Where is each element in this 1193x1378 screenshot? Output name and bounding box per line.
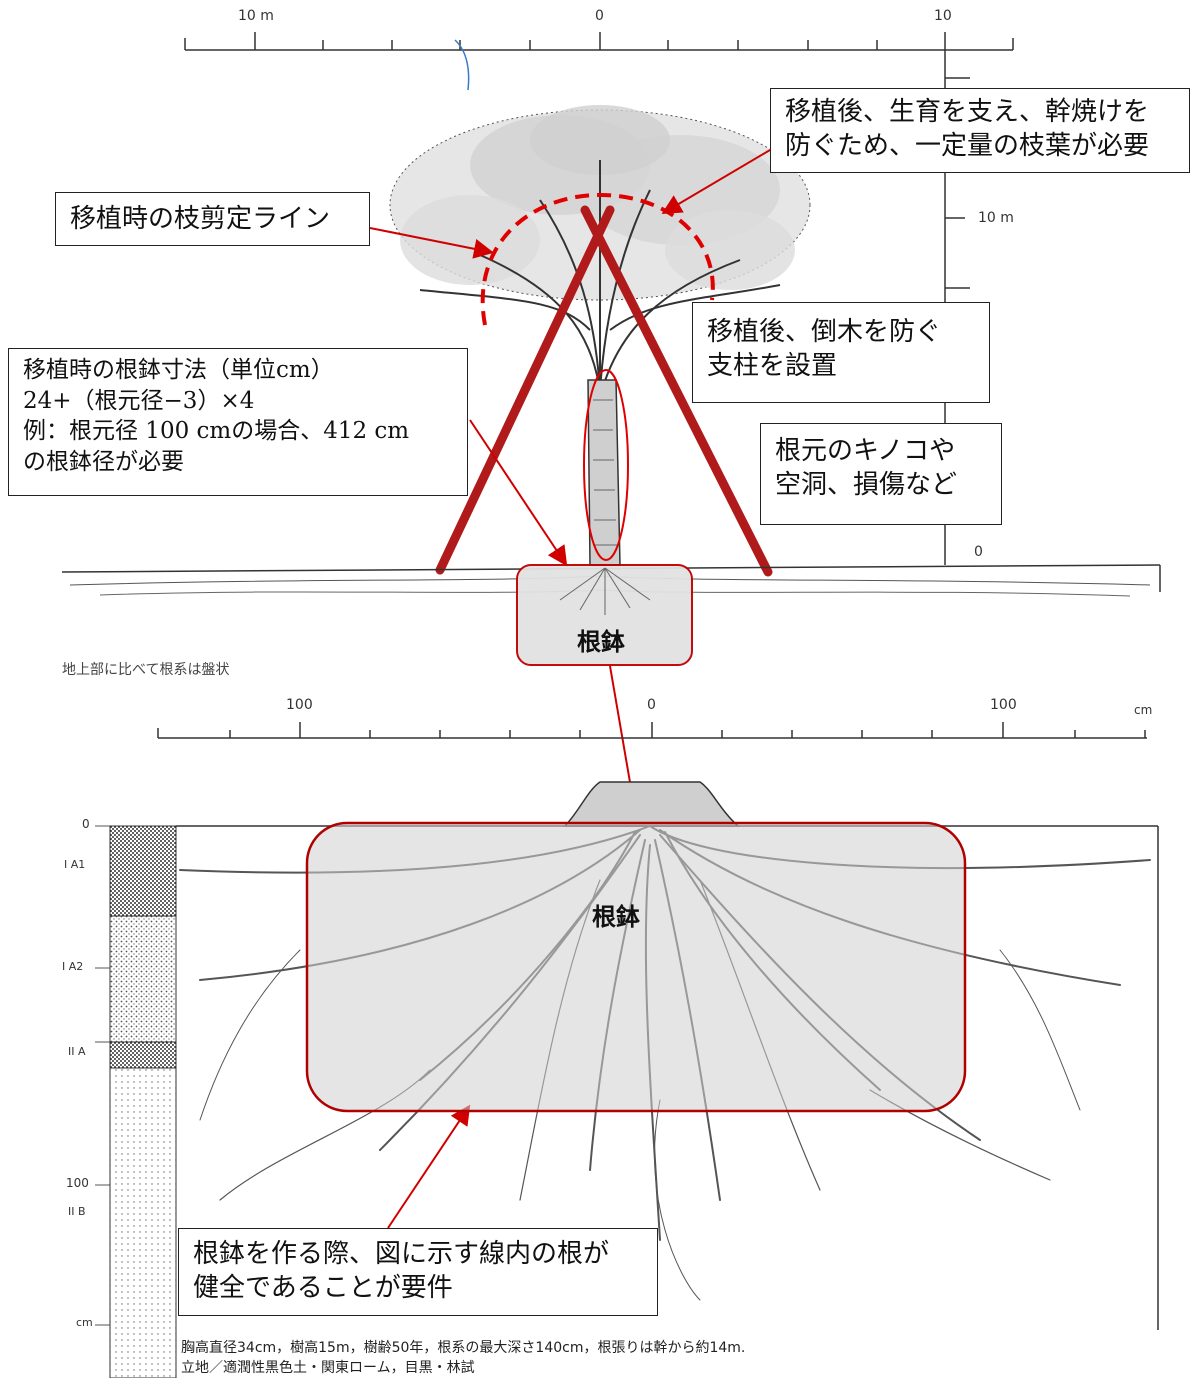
depth-axis (95, 825, 110, 1326)
bottom-scale-left-label: 100 (286, 697, 313, 713)
trunk-damage-callout: 根元のキノコや 空洞、損傷など (760, 423, 1002, 525)
top-scale-right-label: 10 (934, 8, 952, 24)
depth-zero-label: 0 (82, 817, 90, 831)
requirement-text-1: 根鉢を作る際、図に示す線内の根が (193, 1239, 610, 1269)
height-scale-mid-label: 10 m (978, 210, 1014, 226)
bottom-scale-center-label: 0 (647, 697, 656, 713)
rootball-top-label: 根鉢 (577, 628, 625, 656)
roots-top (559, 567, 651, 615)
foliage-text-1: 移植後、生育を支え、幹焼けを (785, 97, 1150, 127)
top-scale-left-label: 10 m (238, 8, 274, 24)
soil-layer-ia1: I A1 (64, 858, 86, 871)
soil-layer-iib: II B (68, 1205, 86, 1218)
rootball-bottom-label: 根鉢 (592, 903, 640, 931)
top-scale (184, 32, 1014, 51)
top-scale-center-label: 0 (595, 8, 604, 24)
foliage-text-2: 防ぐため、一定量の枝葉が必要 (785, 131, 1150, 162)
support-text-2: 支柱を設置 (707, 351, 838, 382)
rootball-size-callout: 移植時の根鉢寸法（単位cm） 24+（根元径−3）×4 例：根元径 100 cm… (8, 348, 468, 496)
foliage-callout: 移植後、生育を支え、幹焼けを 防ぐため、一定量の枝葉が必要 (770, 88, 1190, 173)
caption-bottom-1: 胸高直径34cm，樹高15m，樹齢50年，根系の最大深さ140cm，根張りは幹か… (181, 1340, 746, 1356)
soil-column (109, 825, 177, 1378)
rootball-size-text-3: 例：根元径 100 cmの場合、412 cm (23, 418, 410, 445)
soil-layer-ia2: I A2 (62, 960, 84, 973)
bottom-scale-unit-label: cm (1134, 703, 1153, 717)
rootball-size-text-2: 24+（根元径−3）×4 (23, 387, 255, 414)
requirement-text-2: 健全であることが要件 (193, 1273, 453, 1304)
height-scale-bottom-label: 0 (974, 544, 983, 560)
trunk-base (563, 781, 740, 827)
pruning-line-callout: 移植時の枝剪定ライン (55, 192, 370, 246)
depth-unit-label: cm (76, 1316, 93, 1329)
rootball-size-text-1: 移植時の根鉢寸法（単位cm） (23, 357, 334, 383)
bottom-scale (157, 722, 1147, 739)
trunk-damage-text-2: 空洞、損傷など (775, 470, 958, 501)
bottom-scale-right-label: 100 (990, 697, 1017, 713)
pruning-line-text: 移植時の枝剪定ライン (70, 204, 331, 234)
thin-blue-arc (454, 39, 470, 91)
caption-top: 地上部に比べて根系は盤状 (62, 662, 230, 678)
pruning-line (480, 192, 715, 326)
caption-bottom-2: 立地／適潤性黒色土・関東ローム，目黒・林試 (181, 1360, 475, 1376)
trunk-damage-ellipse (583, 369, 629, 561)
support-callout: 移植後、倒木を防ぐ 支柱を設置 (692, 302, 990, 403)
requirement-callout: 根鉢を作る際、図に示す線内の根が 健全であることが要件 (178, 1228, 658, 1316)
rootball-bottom (305, 821, 967, 1113)
trunk-damage-text-1: 根元のキノコや (775, 436, 956, 466)
rootball-size-text-4: の根鉢径が必要 (23, 448, 184, 475)
support-poles (435, 205, 773, 577)
support-text-1: 移植後、倒木を防ぐ (707, 317, 942, 347)
soil-layer-iia: II A (68, 1045, 86, 1058)
tree-trunk (587, 379, 621, 566)
depth-hundred-label: 100 (66, 1176, 89, 1190)
